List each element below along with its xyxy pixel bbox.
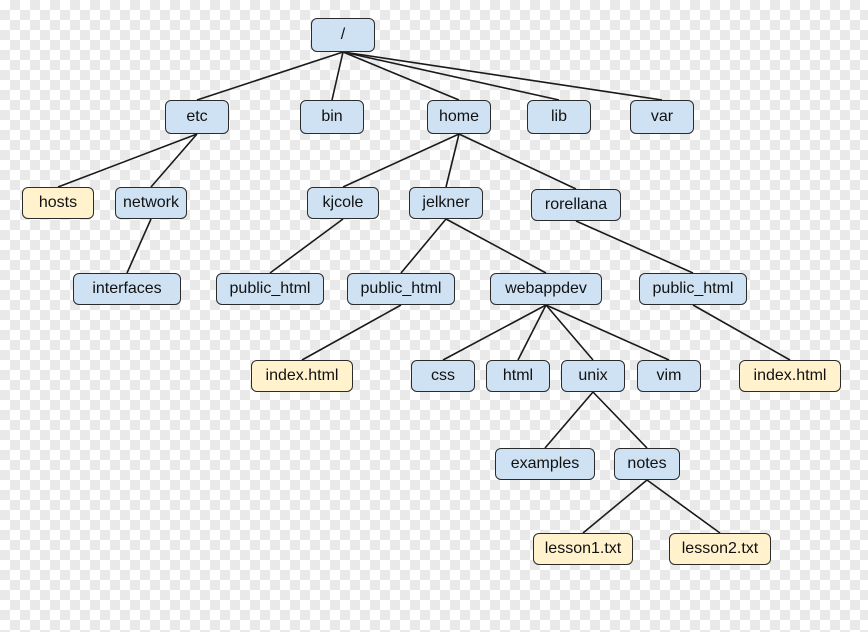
node-root: / [311, 18, 375, 52]
node-etc: etc [165, 100, 229, 134]
node-css: css [411, 360, 475, 392]
edge-home-jelkner [445, 133, 460, 188]
edge-webappdev-html [517, 304, 547, 361]
node-kjcole: kjcole [307, 187, 379, 219]
edge-rorellana_public_html-rorellana_index_html [692, 304, 791, 361]
edge-jelkner-webappdev [445, 218, 547, 274]
edge-jelkner-jelkner_public_html [400, 218, 447, 274]
node-lesson1-txt: lesson1.txt [533, 533, 633, 565]
node-bin: bin [300, 100, 364, 134]
node-notes: notes [614, 448, 680, 480]
edge-etc-network [150, 133, 198, 188]
edge-home-rorellana [458, 133, 577, 190]
node-html: html [486, 360, 550, 392]
node-home: home [427, 100, 491, 134]
edge-home-kjcole [342, 133, 460, 188]
node-hosts: hosts [22, 187, 94, 219]
node-unix: unix [561, 360, 625, 392]
node-interfaces: interfaces [73, 273, 181, 305]
node-webappdev: webappdev [490, 273, 602, 305]
edge-notes-lesson1_txt [582, 479, 648, 534]
edge-webappdev-unix [545, 304, 594, 361]
edge-network-interfaces [126, 218, 152, 274]
edge-root-lib [342, 51, 560, 101]
node-index-html-rorellana: index.html [739, 360, 841, 392]
node-public-html-rorellana: public_html [639, 273, 747, 305]
edge-webappdev-vim [545, 304, 670, 361]
node-index-html-jelkner: index.html [251, 360, 353, 392]
node-rorellana: rorellana [531, 189, 621, 221]
edge-kjcole-kjcole_public_html [269, 218, 344, 274]
edge-root-etc [196, 51, 344, 101]
edge-notes-lesson2_txt [646, 479, 721, 534]
node-jelkner: jelkner [409, 187, 483, 219]
edge-unix-notes [592, 391, 648, 449]
node-public-html-kjcole: public_html [216, 273, 324, 305]
edge-unix-examples [544, 391, 594, 449]
edge-rorellana-rorellana_public_html [575, 220, 694, 274]
node-public-html-jelkner: public_html [347, 273, 455, 305]
edge-root-var [342, 51, 663, 101]
edge-etc-hosts [57, 133, 198, 188]
node-network: network [115, 187, 187, 219]
node-var: var [630, 100, 694, 134]
node-lib: lib [527, 100, 591, 134]
edge-root-home [342, 51, 460, 101]
edge-jelkner_public_html-jelkner_index_html [301, 304, 402, 361]
node-examples: examples [495, 448, 595, 480]
node-lesson2-txt: lesson2.txt [669, 533, 771, 565]
edge-webappdev-css [442, 304, 547, 361]
node-vim: vim [637, 360, 701, 392]
edge-root-bin [331, 51, 344, 101]
